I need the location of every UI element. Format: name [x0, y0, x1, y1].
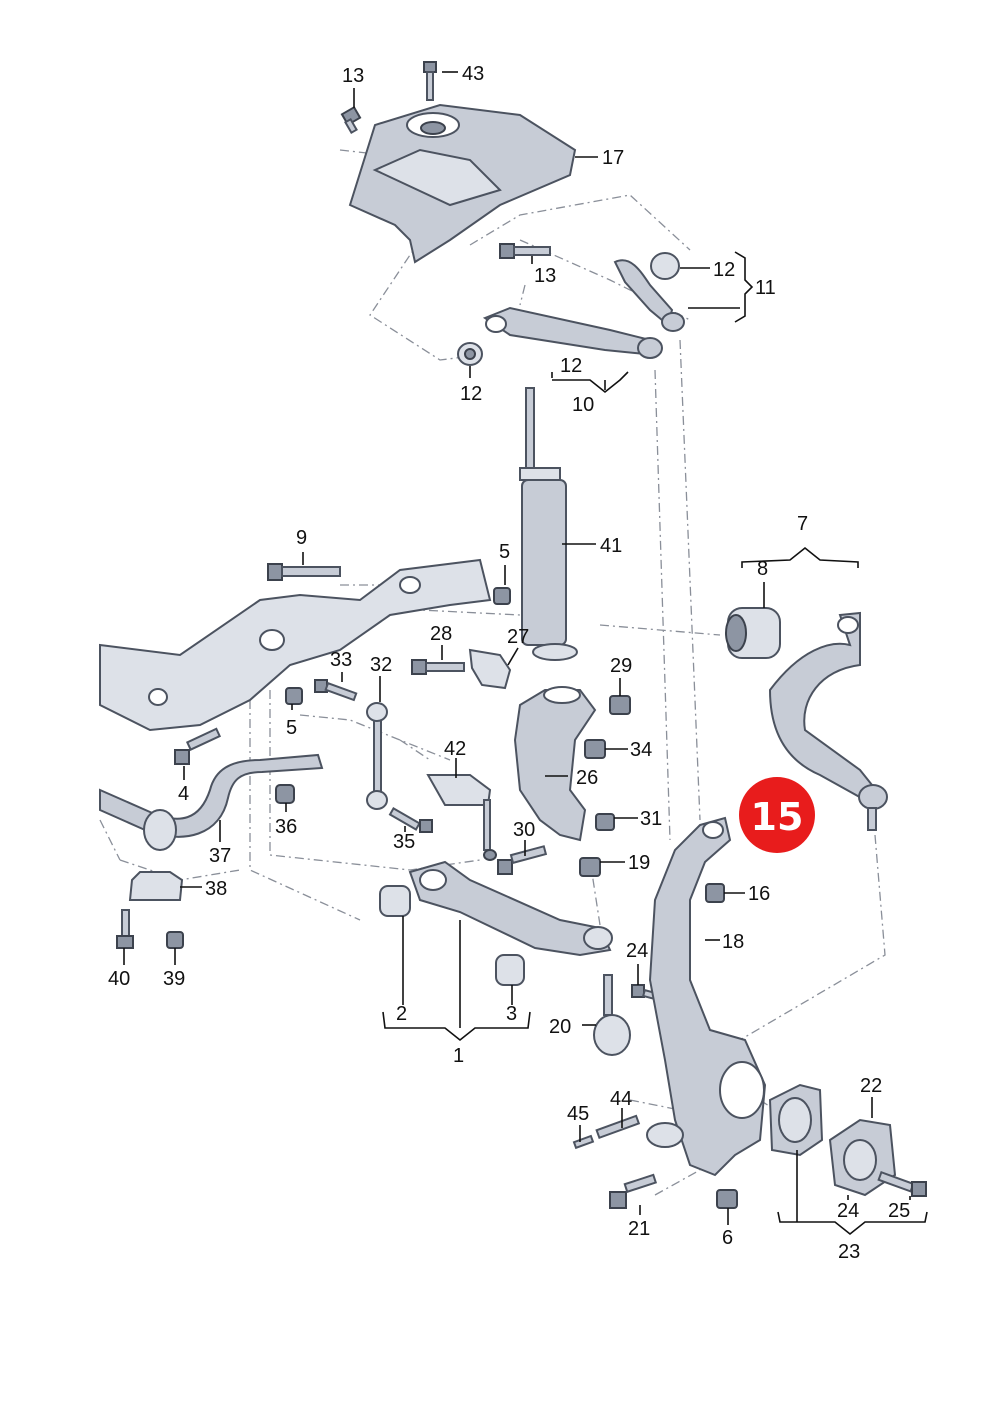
label-38: 38 — [205, 878, 227, 900]
bracket-26 — [513, 686, 597, 842]
nut-16 — [705, 883, 725, 903]
leader-lines — [123, 71, 928, 1236]
label-26: 26 — [576, 767, 598, 789]
upper-link-10 — [482, 306, 663, 359]
bolt-30 — [497, 845, 548, 875]
label-44: 44 — [610, 1088, 632, 1110]
label-9: 9 — [296, 527, 307, 549]
strut-mount-17 — [348, 103, 577, 264]
label-13-bottom: 13 — [534, 265, 556, 287]
label-45: 45 — [567, 1103, 589, 1125]
label-13-top: 13 — [342, 65, 364, 87]
label-17: 17 — [602, 147, 624, 169]
label-24-right: 24 — [837, 1200, 859, 1222]
stabilizer-bar-37 — [99, 753, 324, 851]
label-12-mid: 12 — [560, 355, 582, 377]
label-34: 34 — [630, 739, 652, 761]
label-25: 25 — [888, 1200, 910, 1222]
label-28: 28 — [430, 623, 452, 645]
nut-5-mid — [285, 687, 303, 705]
label-41: 41 — [600, 535, 622, 557]
shock-absorber-41 — [519, 387, 578, 661]
label-24-left: 24 — [626, 940, 648, 962]
bolt-43 — [423, 61, 437, 101]
bolt-45 — [572, 1134, 595, 1150]
label-20: 20 — [549, 1016, 571, 1038]
label-21: 21 — [628, 1218, 650, 1240]
label-43: 43 — [462, 63, 484, 85]
label-16: 16 — [748, 883, 770, 905]
bolt-13-lower — [499, 243, 551, 259]
label-6: 6 — [722, 1227, 733, 1249]
label-7: 7 — [797, 513, 808, 535]
subframe — [99, 558, 492, 732]
label-23: 23 — [838, 1241, 860, 1263]
wheel-bearing-23 — [768, 1083, 824, 1157]
bolt-21 — [609, 1173, 658, 1209]
sensor-44 — [595, 1114, 641, 1140]
label-30: 30 — [513, 819, 535, 841]
bolt-33 — [314, 679, 358, 702]
bushing-36 — [275, 784, 295, 804]
label-18: 18 — [722, 931, 744, 953]
label-33: 33 — [330, 649, 352, 671]
label-4: 4 — [178, 783, 189, 805]
wheel-bearing-housing-18 — [646, 816, 767, 1177]
label-5-mid: 5 — [286, 717, 297, 739]
clip-27 — [468, 648, 512, 690]
bushing-3 — [495, 954, 525, 986]
nut-19 — [579, 857, 601, 877]
bolt-25 — [877, 1170, 927, 1197]
bolt-35 — [388, 807, 433, 833]
bushing-12 — [457, 342, 483, 366]
label-2: 2 — [396, 1003, 407, 1025]
coupling-rod-32 — [366, 702, 388, 810]
highlight-badge-15[interactable]: 15 — [739, 777, 815, 853]
hub-22 — [828, 1118, 897, 1197]
nut-39 — [166, 931, 184, 949]
label-37: 37 — [209, 845, 231, 867]
nut-5-top — [493, 587, 511, 605]
level-sensor-42 — [426, 774, 497, 861]
label-35: 35 — [393, 831, 415, 853]
label-3: 3 — [506, 1003, 517, 1025]
label-19: 19 — [628, 852, 650, 874]
ball-joint-20 — [593, 974, 631, 1056]
label-11: 11 — [755, 277, 776, 299]
label-5-top: 5 — [499, 541, 510, 563]
highlight-label: 15 — [751, 795, 804, 839]
bolt-9 — [267, 563, 341, 581]
label-8: 8 — [757, 558, 768, 580]
label-1: 1 — [453, 1045, 464, 1067]
upper-link-11 — [613, 252, 685, 332]
label-40: 40 — [108, 968, 130, 990]
bolt-13-upper — [340, 105, 362, 135]
label-12-right: 12 — [713, 259, 735, 281]
bushing-2 — [379, 885, 411, 917]
label-31: 31 — [640, 808, 662, 830]
label-12-left: 12 — [460, 383, 482, 405]
label-42: 42 — [444, 738, 466, 760]
label-32: 32 — [370, 654, 392, 676]
label-39: 39 — [163, 968, 185, 990]
label-36: 36 — [275, 816, 297, 838]
label-22: 22 — [860, 1075, 882, 1097]
label-27: 27 — [507, 626, 529, 648]
bolt-40 — [116, 909, 134, 949]
nut-34 — [584, 739, 606, 759]
label-10: 10 — [572, 394, 594, 416]
highlight-circle — [739, 777, 815, 853]
nut-31 — [595, 813, 615, 831]
control-arm-7 — [768, 611, 888, 831]
nut-29 — [609, 695, 631, 715]
callout-labels: 13 43 17 13 12 11 12 12 10 41 7 8 9 5 28… — [108, 63, 910, 1263]
label-29: 29 — [610, 655, 632, 677]
bolt-4 — [174, 727, 222, 765]
bushing-8 — [725, 607, 781, 659]
lower-arm-1 — [408, 860, 613, 957]
nut-6 — [716, 1189, 738, 1209]
bolt-28 — [411, 659, 465, 675]
clamp-38 — [128, 871, 184, 901]
